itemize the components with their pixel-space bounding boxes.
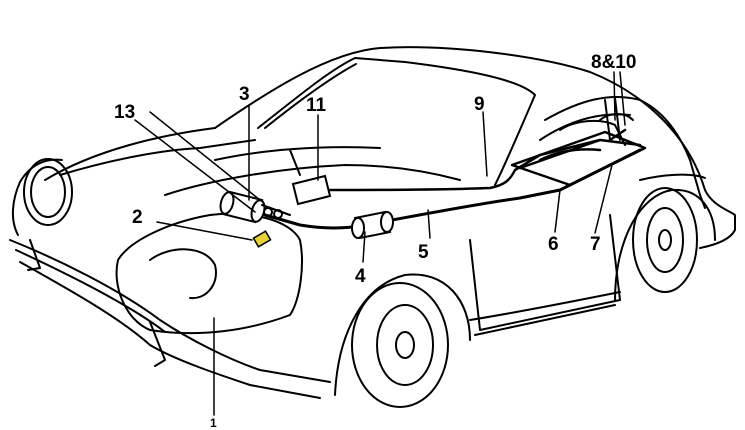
label-2: 2 [132, 207, 143, 228]
label-9: 9 [474, 94, 485, 115]
label-11: 11 [306, 95, 327, 116]
filler-cap [252, 230, 272, 248]
junction-box [291, 174, 332, 206]
fuel-filter [351, 210, 394, 240]
label-8-and-10: 8&10 [591, 52, 636, 73]
label-1: 1 [210, 416, 217, 430]
label-4: 4 [355, 266, 366, 287]
label-5: 5 [418, 242, 429, 263]
label-3: 3 [239, 84, 250, 105]
label-13: 13 [114, 102, 135, 123]
car-body [9, 46, 736, 408]
label-6: 6 [548, 234, 559, 255]
label-7: 7 [590, 234, 601, 255]
leader-lines [134, 71, 626, 416]
fuel-pump [219, 190, 291, 224]
engine-fuel-rail [510, 128, 647, 187]
